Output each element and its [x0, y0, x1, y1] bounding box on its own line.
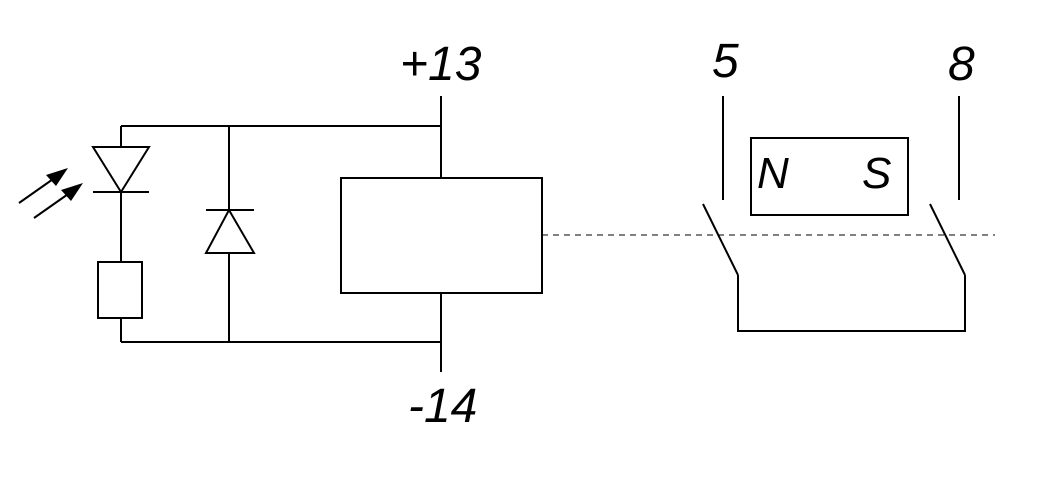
- freewheel-diode-icon: [204, 207, 256, 254]
- magnet-south-label: S: [862, 149, 891, 198]
- terminal-5-label: 5: [712, 35, 739, 88]
- resistor: [97, 261, 143, 319]
- relay-coil: [340, 177, 543, 294]
- circuit-wires: [120, 96, 442, 372]
- terminal-8-label: 8: [948, 38, 975, 91]
- led-diode-icon: [91, 146, 151, 194]
- terminal-positive-label: +13: [400, 38, 482, 91]
- switch-contacts: [702, 96, 966, 332]
- light-arrows-icon: [18, 168, 83, 219]
- permanent-magnet: [750, 137, 909, 216]
- magnet-north-label: N: [757, 149, 789, 198]
- terminal-negative-label: -14: [408, 380, 477, 433]
